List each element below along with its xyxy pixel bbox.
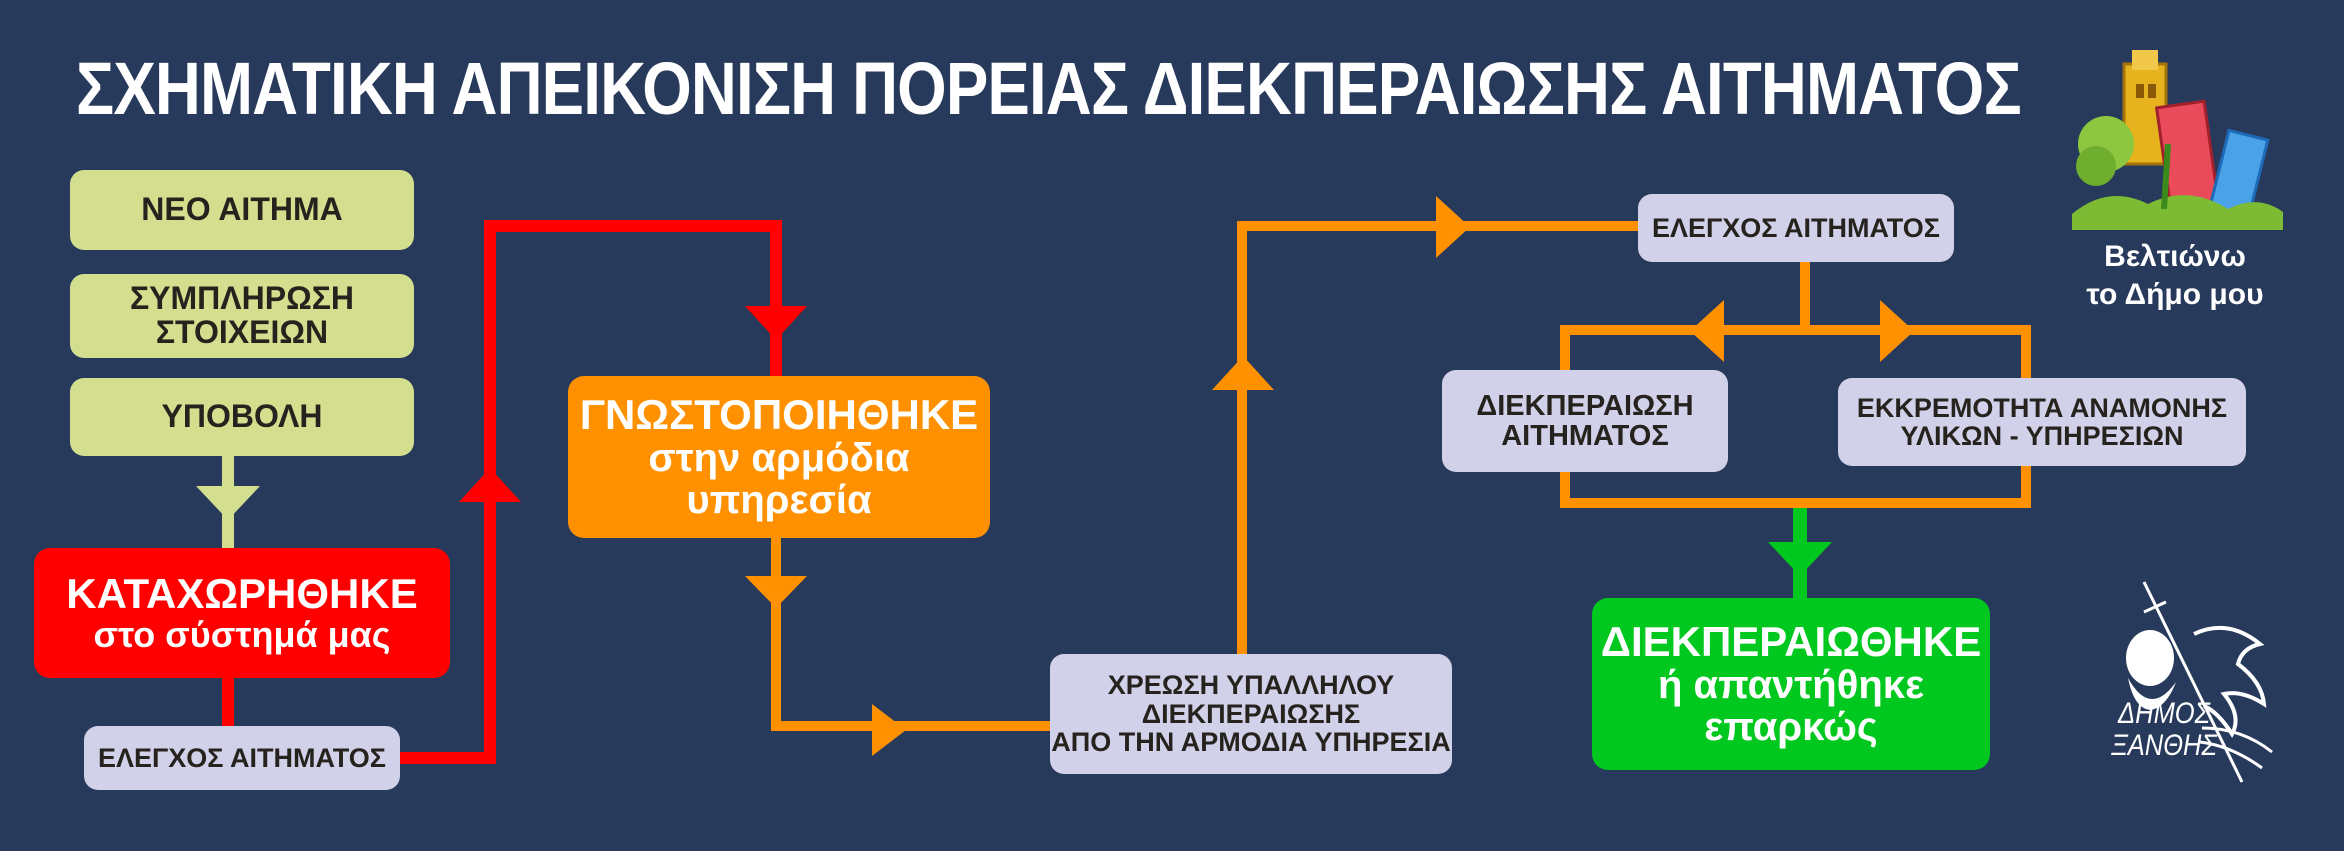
step-fill-in: ΣΥΜΠΛΗΡΩΣΗ ΣΤΟΙΧΕΙΩΝ <box>70 274 414 358</box>
step-done: ΔΙΕΚΠΕΡΑΙΩΘΗΚΕ ή απαντήθηκε επαρκώς <box>1592 598 1990 770</box>
slogan-line-2: το Δήμο μου <box>2086 277 2264 311</box>
step-assign-line-2: ΔΙΕΚΠΕΡΑΙΩΣΗΣ <box>1141 698 1361 729</box>
step-notified-line-2: στην αρμόδια <box>648 436 910 481</box>
seal-text-line-1: ΔΗΜΟΣ <box>2118 697 2210 730</box>
step-processing-line-2: ΑΙΤΗΜΑΤΟΣ <box>1501 420 1669 452</box>
municipality-seal-logo <box>2126 581 2273 783</box>
step-new-request-label: ΝΕΟ ΑΙΤΗΜΑ <box>141 191 343 228</box>
step-processing: ΔΙΕΚΠΕΡΑΙΩΣΗ ΑΙΤΗΜΑΤΟΣ <box>1442 370 1728 472</box>
arrow-red-up <box>459 468 521 502</box>
step-assign: ΧΡΕΩΣΗ ΥΠΑΛΛΗΛΟΥ ΔΙΕΚΠΕΡΑΙΩΣΗΣ ΑΠΟ ΤΗΝ Α… <box>1050 654 1452 774</box>
step-pending: ΕΚΚΡΕΜΟΤΗΤΑ ΑΝΑΜΟΝΗΣ ΥΛΙΚΩΝ - ΥΠΗΡΕΣΙΩΝ <box>1838 378 2246 466</box>
connector-orange-lower <box>771 535 1052 731</box>
slogan: Βελτιώνω το Δήμο μου <box>2060 238 2290 313</box>
arrow-branch-left <box>1690 300 1724 362</box>
step-notified: ΓΝΩΣΤΟΠΟΙΗΘΗΚΕ στην αρμόδια υπηρεσία <box>568 376 990 538</box>
step-pending-line-2: ΥΛΙΚΩΝ - ΥΠΗΡΕΣΙΩΝ <box>1900 421 2184 451</box>
step-check-2-label: ΕΛΕΓΧΟΣ ΑΙΤΗΜΑΤΟΣ <box>1652 212 1940 243</box>
step-registered-line-2: στο σύστημά μας <box>93 614 391 656</box>
step-submit: ΥΠΟΒΟΛΗ <box>70 378 414 456</box>
step-done-line-2: ή απαντήθηκε <box>1657 663 1925 708</box>
arrow-orange-right <box>872 704 906 756</box>
step-done-line-3: επαρκώς <box>1704 705 1878 750</box>
arrow-orange-down <box>745 576 807 608</box>
step-assign-line-1: ΧΡΕΩΣΗ ΥΠΑΛΛΗΛΟΥ <box>1107 670 1395 701</box>
arrow-orange-up <box>1212 356 1274 390</box>
connector-orange-upper <box>1237 221 1640 656</box>
step-check-2: ΕΛΕΓΧΟΣ ΑΙΤΗΜΑΤΟΣ <box>1638 194 1954 262</box>
seal-text-line-2: ΞΑΝΘΗΣ <box>2111 728 2217 762</box>
arrow-red-down <box>745 306 807 340</box>
step-fill-in-line-1: ΣΥΜΠΛΗΡΩΣΗ <box>129 280 355 317</box>
connector-red-path <box>400 220 782 764</box>
step-registered-line-1: ΚΑΤΑΧΩΡΗΘΗΚΕ <box>66 570 418 618</box>
step-done-line-1: ΔΙΕΚΠΕΡΑΙΩΘΗΚΕ <box>1600 617 1982 665</box>
arrow-branch-right <box>1880 300 1914 362</box>
slogan-line-1: Βελτιώνω <box>2104 240 2246 273</box>
step-new-request: ΝΕΟ ΑΙΤΗΜΑ <box>70 170 414 250</box>
seal-text: ΔΗΜΟΣ ΞΑΝΘΗΣ <box>2105 698 2224 761</box>
step-notified-line-3: υπηρεσία <box>686 478 872 523</box>
step-check-1-label: ΕΛΕΓΧΟΣ ΑΙΤΗΜΑΤΟΣ <box>98 742 386 773</box>
step-pending-line-1: ΕΚΚΡΕΜΟΤΗΤΑ ΑΝΑΜΟΝΗΣ <box>1856 392 2228 423</box>
arrow-orange-right-top <box>1436 196 1470 258</box>
step-registered: ΚΑΤΑΧΩΡΗΘΗΚΕ στο σύστημά μας <box>34 548 450 678</box>
step-submit-label: ΥΠΟΒΟΛΗ <box>161 398 323 435</box>
step-assign-line-3: ΑΠΟ ΤΗΝ ΑΡΜΟΔΙΑ ΥΠΗΡΕΣΙΑ <box>1051 727 1451 758</box>
arrow-green-down <box>1768 542 1832 576</box>
step-fill-in-line-2: ΣΤΟΙΧΕΙΩΝ <box>155 314 329 350</box>
arrow-lime-down <box>196 486 260 520</box>
step-processing-line-1: ΔΙΕΚΠΕΡΑΙΩΣΗ <box>1476 389 1694 422</box>
step-check-1: ΕΛΕΓΧΟΣ ΑΙΤΗΜΑΤΟΣ <box>84 726 400 790</box>
step-notified-line-1: ΓΝΩΣΤΟΠΟΙΗΘΗΚΕ <box>579 390 979 438</box>
city-skyline-logo <box>2072 50 2283 230</box>
page-title: ΣΧΗΜΑΤΙΚΗ ΑΠΕΙΚΟΝΙΣΗ ΠΟΡΕΙΑΣ ΔΙΕΚΠΕΡΑΙΩΣ… <box>76 47 2022 130</box>
